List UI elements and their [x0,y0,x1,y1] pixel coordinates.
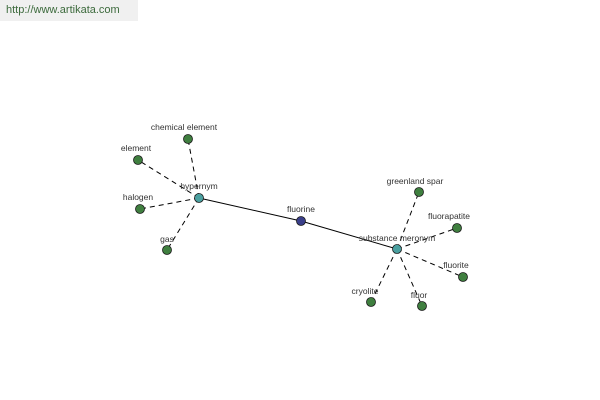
leaf-node-element-dot[interactable] [133,155,143,165]
leaf-node-chemical-element-label: chemical element [151,122,218,132]
center-node-fluorine-dot[interactable] [296,216,306,226]
edge-substance-meronym-fluor [396,248,423,307]
leaf-node-cryolite-dot[interactable] [366,297,376,307]
leaf-node-greenland-spar[interactable]: greenland spar [387,176,444,197]
hub-node-substance-meronym-label: substance meronym [359,233,436,243]
leaf-node-fluorapatite-label: fluorapatite [428,211,470,221]
hub-node-substance-meronym-dot[interactable] [392,244,402,254]
hub-node-substance-meronym[interactable]: substance meronym [359,233,436,254]
center-node-fluorine-label: fluorine [287,204,315,214]
leaf-node-greenland-spar-label: greenland spar [387,176,444,186]
leaf-node-cryolite[interactable]: cryolite [352,286,379,307]
leaf-node-fluorite-label: fluorite [443,260,469,270]
edge-hypernym-halogen [139,197,200,210]
edge-substance-meronym-fluorapatite [396,227,458,250]
edge-hypernym-chemical-element [187,138,200,199]
leaf-node-halogen-dot[interactable] [135,204,145,214]
leaf-node-gas[interactable]: gas [160,234,174,255]
leaf-node-halogen-label: halogen [123,192,154,202]
edge-substance-meronym-cryolite [370,248,398,303]
hub-node-hypernym[interactable]: hypernym [180,181,218,203]
leaf-node-element[interactable]: element [121,143,152,165]
leaf-node-fluor[interactable]: fluor [411,290,428,311]
url-banner: http://www.artikata.com [0,0,138,21]
leaf-node-fluor-label: fluor [411,290,428,300]
leaf-node-fluorapatite[interactable]: fluorapatite [428,211,470,233]
center-node-fluorine[interactable]: fluorine [287,204,315,226]
leaf-node-fluor-dot[interactable] [417,301,427,311]
edge-fluorine-hypernym [198,197,302,222]
edge-substance-meronym-greenland-spar [396,191,420,250]
edge-hypernym-element [137,159,200,199]
edge-fluorine-substance-meronym [300,220,398,250]
leaf-node-chemical-element-dot[interactable] [183,134,193,144]
leaf-node-halogen[interactable]: halogen [123,192,154,214]
leaf-node-fluorite-dot[interactable] [458,272,468,282]
leaf-node-cryolite-label: cryolite [352,286,379,296]
edge-hypernym-gas [166,197,200,251]
leaf-node-gas-dot[interactable] [162,245,172,255]
hub-node-hypernym-label: hypernym [180,181,217,191]
hub-node-hypernym-dot[interactable] [194,193,204,203]
leaf-node-fluorite[interactable]: fluorite [443,260,469,282]
leaf-node-greenland-spar-dot[interactable] [414,187,424,197]
site-link[interactable]: http://www.artikata.com [6,4,120,16]
leaf-node-element-label: element [121,143,152,153]
leaf-node-chemical-element[interactable]: chemical element [151,122,218,144]
leaf-node-gas-label: gas [160,234,174,244]
leaf-node-fluorapatite-dot[interactable] [452,223,462,233]
edge-substance-meronym-fluorite [396,248,464,278]
